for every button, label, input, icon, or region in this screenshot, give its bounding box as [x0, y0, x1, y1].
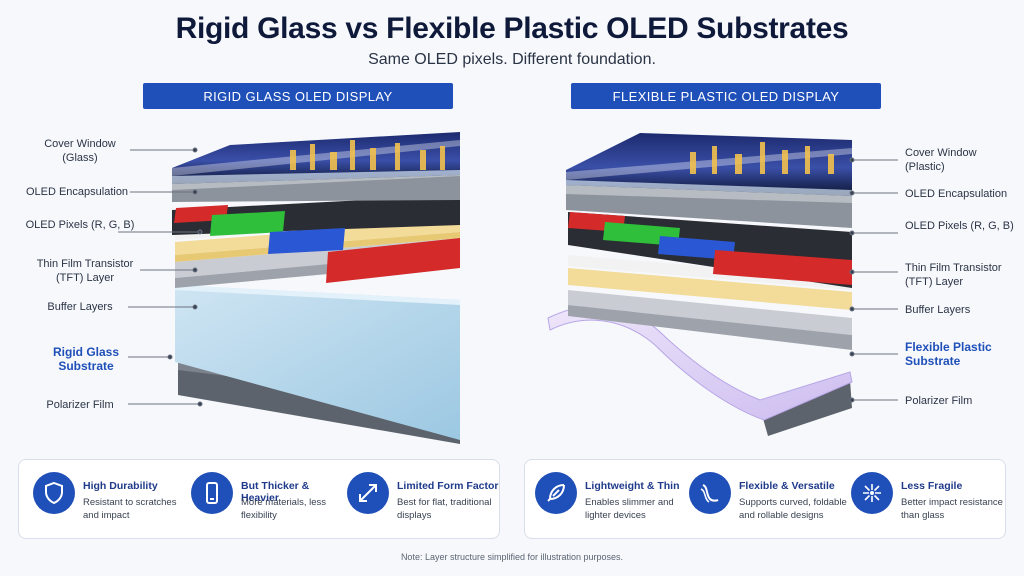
feature-title: Less Fragile — [901, 480, 963, 492]
flexible-sheet-icon — [689, 472, 731, 514]
feature-title: Flexible & Versatile — [739, 480, 835, 492]
feather-icon — [535, 472, 577, 514]
page-title: Rigid Glass vs Flexible Plastic OLED Sub… — [175, 12, 849, 45]
flexible-display-banner: FLEXIBLE PLASTIC OLED DISPLAY — [571, 83, 881, 109]
shield-icon — [33, 472, 75, 514]
rigid-feature-form-factor: Limited Form Factor Best for flat, tradi… — [347, 470, 499, 530]
feature-title: Limited Form Factor — [397, 480, 499, 492]
footnote: Note: Layer structure simplified for ill… — [400, 552, 624, 562]
rigid-pixel-blue-block — [268, 228, 345, 254]
feature-description: Better impact resistance than glass — [901, 497, 1003, 521]
rigid-label-tft: Thin Film Transistor (TFT) Layer — [36, 258, 134, 284]
feature-description: Best for flat, traditional displays — [397, 497, 492, 521]
flexible-label-pixels: OLED Pixels (R, G, B) — [905, 220, 1014, 232]
flexible-label-substrate: Flexible Plastic Substrate — [905, 340, 992, 368]
rigid-label-cover-window: Cover Window (Glass) — [44, 138, 116, 164]
flexible-pixel-red-block-2 — [713, 250, 852, 285]
flexible-feature-panel: Lightweight & Thin Enables slimmer and l… — [524, 459, 1006, 539]
rigid-label-buffer: Buffer Layers — [47, 301, 113, 313]
rigid-label-polarizer: Polarizer Film — [46, 399, 114, 411]
page-subtitle: Same OLED pixels. Different foundation. — [368, 51, 656, 68]
feature-title: But Thicker & Heavier — [241, 480, 310, 504]
rigid-label-substrate: Rigid Glass Substrate — [52, 345, 120, 373]
rigid-glass-substrate — [175, 285, 460, 440]
rigid-display-banner: RIGID GLASS OLED DISPLAY — [143, 83, 453, 109]
flexible-cover-window — [566, 133, 852, 196]
rigid-cover-window — [172, 132, 460, 184]
rigid-leader-lines — [118, 147, 203, 407]
phone-icon — [191, 472, 233, 514]
rigid-pixel-green-block — [210, 211, 285, 236]
flexible-label-tft: Thin Film Transistor (TFT) Layer — [905, 262, 1002, 288]
rigid-feature-durability: High Durability Resistant to scratches a… — [33, 470, 183, 530]
impact-crack-icon — [851, 472, 893, 514]
expand-arrows-icon — [347, 472, 389, 514]
feature-description: Supports curved, foldable and rollable d… — [739, 497, 847, 521]
feature-title: Lightweight & Thin — [585, 480, 680, 492]
feature-description: Resistant to scratches and impact — [83, 497, 177, 521]
flexible-leader-lines — [849, 157, 898, 403]
flexible-buffer-layer — [568, 290, 852, 335]
feature-title: High Durability — [83, 480, 158, 492]
rigid-label-pixels: OLED Pixels (R, G, B) — [25, 219, 135, 231]
rigid-label-encapsulation: OLED Encapsulation — [25, 186, 129, 198]
rigid-layer-stack — [118, 132, 898, 444]
flexible-polarizer-layer — [760, 380, 852, 436]
flexible-feature-less-fragile: Less Fragile Better impact resistance th… — [851, 470, 1003, 530]
flexible-label-encapsulation: OLED Encapsulation — [905, 188, 1008, 200]
rigid-feature-panel: High Durability Resistant to scratches a… — [18, 459, 500, 539]
flexible-feature-versatile: Flexible & Versatile Supports curved, fo… — [689, 470, 847, 530]
rigid-feature-thickness: But Thicker & Heavier More materials, le… — [191, 470, 341, 530]
rigid-pixel-red-block-2 — [326, 238, 460, 283]
flexible-tft-layer — [568, 268, 852, 310]
feature-description: Enables slimmer and lighter devices — [585, 497, 674, 521]
flexible-label-polarizer: Polarizer Film — [905, 395, 973, 407]
flexible-label-buffer: Buffer Layers — [905, 304, 971, 316]
feature-description: More materials, less flexibility — [241, 497, 326, 521]
flexible-label-cover-window: Cover Window (Plastic) — [905, 147, 977, 173]
flexible-feature-lightweight: Lightweight & Thin Enables slimmer and l… — [535, 470, 685, 530]
